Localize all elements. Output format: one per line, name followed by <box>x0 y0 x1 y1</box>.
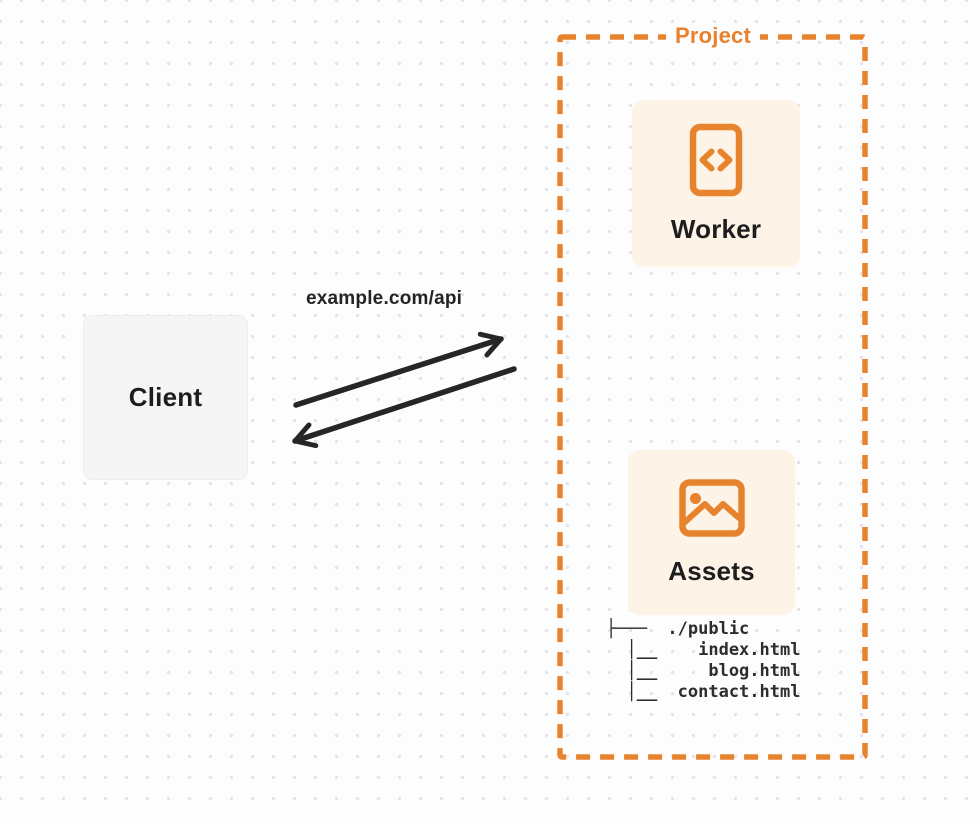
worker-label: Worker <box>670 213 762 244</box>
code-document-icon <box>689 123 743 196</box>
assets-label: Assets <box>668 555 755 586</box>
response-arrow <box>292 366 517 449</box>
assets-file-tree: ├─── ./public │__ index.html │__ blog.ht… <box>606 619 801 702</box>
client-label: Client <box>128 382 203 412</box>
request-arrow <box>293 331 504 408</box>
worker-node: Worker <box>632 100 800 267</box>
assets-node: Assets <box>628 450 795 615</box>
request-url-label: example.com/api <box>306 288 463 309</box>
project-label: Project <box>666 22 760 49</box>
image-icon <box>678 478 745 537</box>
client-node: Client <box>83 315 248 480</box>
